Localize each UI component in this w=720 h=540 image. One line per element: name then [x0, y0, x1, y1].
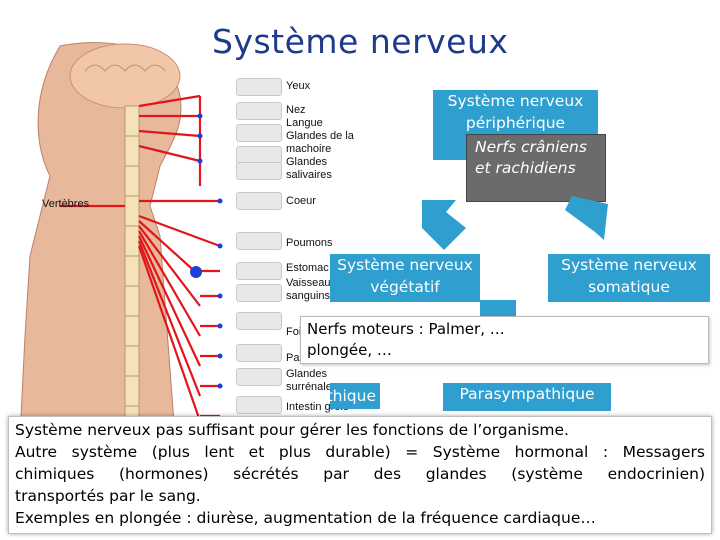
text-line: transportés par le sang.	[15, 485, 705, 507]
arrow-to-vegetative	[422, 200, 466, 250]
somatic-nervous-system-box: Système nerveux somatique	[548, 254, 710, 302]
text-line: Système nerveux pas suffisant pour gérer…	[15, 419, 705, 441]
parasympathetic-box: Parasympathique	[443, 383, 611, 411]
sympathetic-label: Sympathique	[330, 385, 376, 407]
text-line: Exemples en plongée : diurèse, augmentat…	[15, 507, 705, 529]
text-line: chimiques (hormones) sécrétés par des gl…	[15, 463, 705, 485]
sympathetic-box: Sympathique	[330, 383, 380, 409]
motor-nerves-note: Nerfs moteurs : Palmer, … plongée, …	[300, 316, 709, 364]
vegetative-nervous-system-box: Système nerveux végétatif	[330, 254, 480, 302]
text-line: Autre système (plus lent et plus durable…	[15, 441, 705, 463]
arrow-to-somatic	[565, 196, 608, 240]
explanation-text-box: Système nerveux pas suffisant pour gérer…	[8, 416, 712, 534]
